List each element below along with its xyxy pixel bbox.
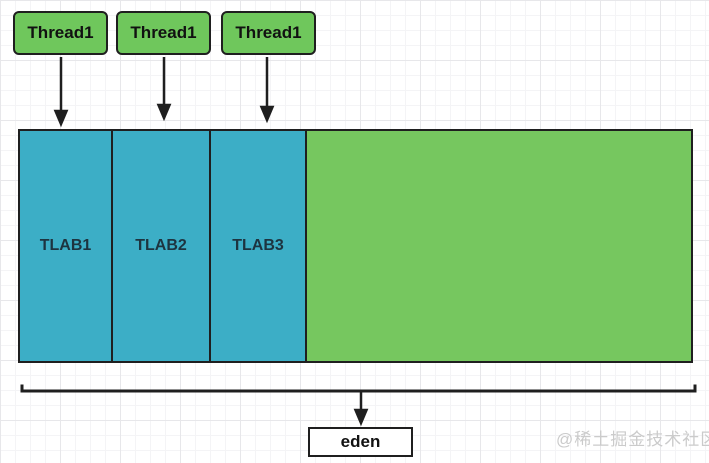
thread-box-2-label: Thread1 [130, 23, 197, 42]
eden-region-rect: TLAB1 TLAB2 TLAB3 [18, 129, 693, 363]
arrow-down-thread2-head-icon [156, 103, 172, 122]
thread-box-2: Thread1 [116, 11, 211, 55]
watermark: @稀土掘金技术社区 [556, 430, 709, 449]
tlab-cell-3: TLAB3 [211, 131, 307, 361]
arrow-down-eden-head-icon [353, 408, 369, 427]
thread-box-3-label: Thread1 [235, 23, 302, 42]
tlab-cell-2: TLAB2 [113, 131, 211, 361]
eden-label: eden [340, 432, 381, 451]
tlab-cell-2-label: TLAB2 [135, 237, 187, 254]
tlab-cell-1-label: TLAB1 [39, 237, 92, 254]
thread-box-1-label: Thread1 [27, 23, 94, 42]
tlab-cell-3-label: TLAB3 [232, 237, 284, 254]
tlab-cell-1: TLAB1 [20, 131, 113, 361]
eden-span-bracket [20, 384, 697, 393]
eden-free-space [307, 131, 691, 361]
thread-box-1: Thread1 [13, 11, 108, 55]
thread-box-3: Thread1 [221, 11, 316, 55]
eden-label-box: eden [308, 427, 413, 457]
arrow-down-thread3-head-icon [259, 105, 275, 124]
arrow-down-thread1-head-icon [53, 109, 69, 128]
